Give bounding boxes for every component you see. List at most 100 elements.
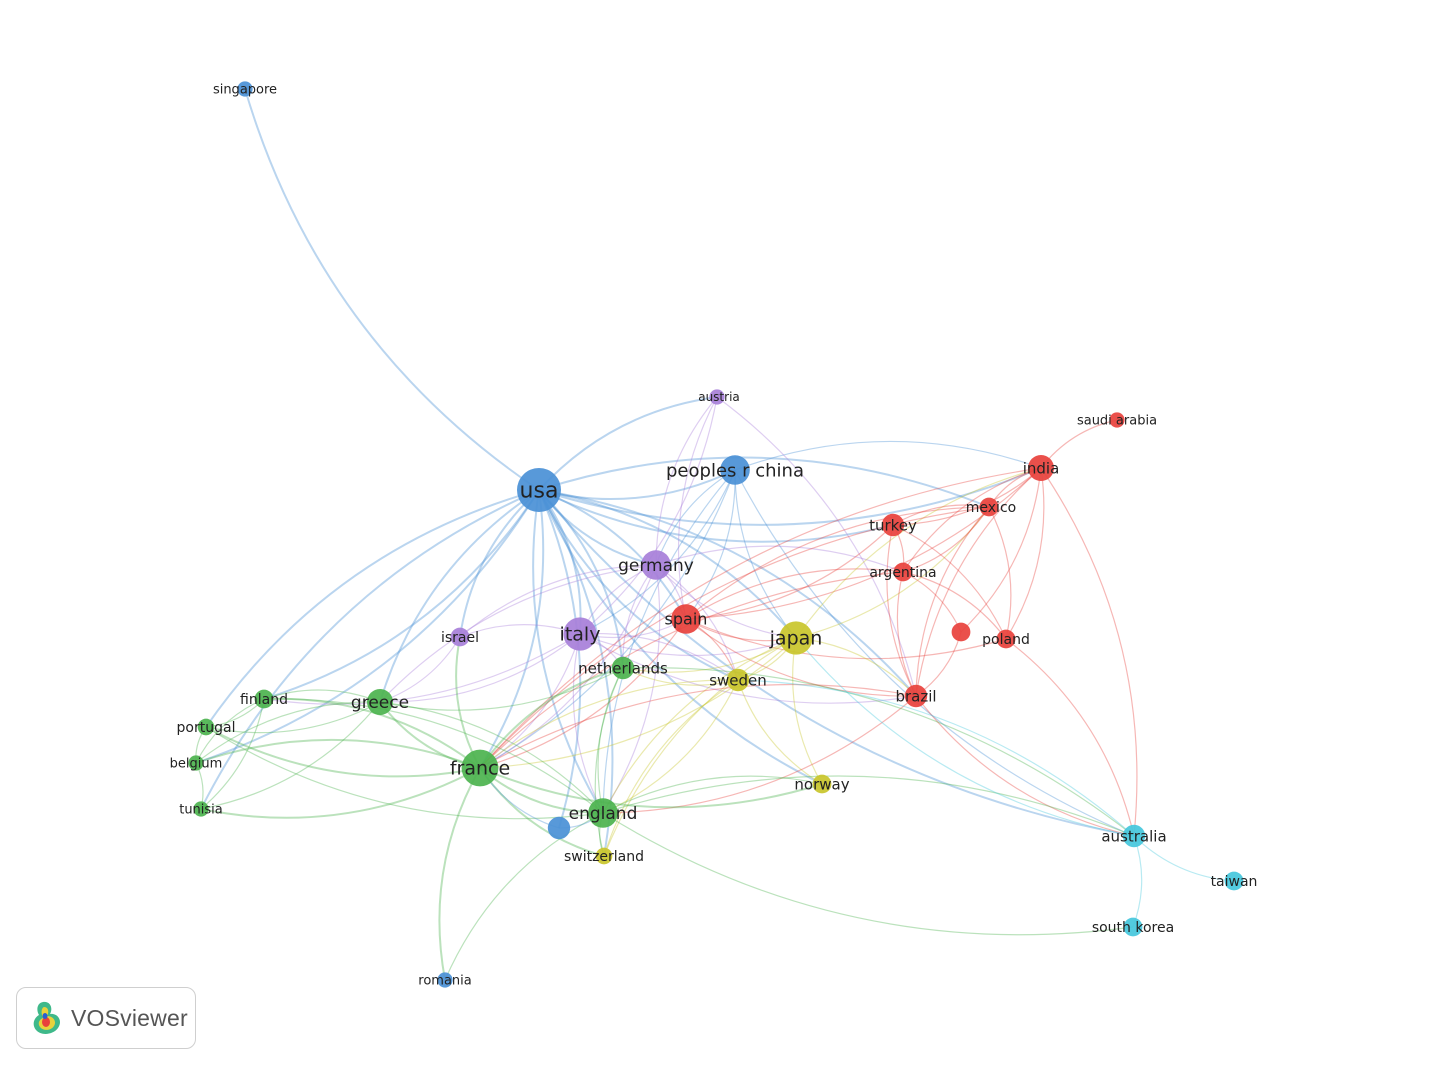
edge-usa-mexico <box>538 456 990 508</box>
node-spain[interactable] <box>671 604 701 634</box>
node-label-portugal[interactable]: portugal <box>177 720 236 736</box>
edge-peoples-r-china-england <box>602 469 736 814</box>
node-label-france[interactable]: france <box>450 758 510 780</box>
edge-spain-india <box>685 467 1042 620</box>
edge-spain-argentina <box>685 568 904 620</box>
node-label-south-korea[interactable]: south korea <box>1092 920 1174 936</box>
node-label-singapore[interactable]: singapore <box>213 83 277 98</box>
node-romania[interactable] <box>437 972 453 988</box>
node-label-germany[interactable]: germany <box>618 556 694 576</box>
node-label-poland[interactable]: poland <box>982 632 1030 648</box>
node-layer <box>188 81 1244 988</box>
node-sweden[interactable] <box>726 668 750 692</box>
node-taiwan[interactable] <box>1224 871 1244 891</box>
node-label-argentina[interactable]: argentina <box>869 565 936 581</box>
edge-italy-brazil <box>579 633 917 704</box>
node-label-peoples-r-china[interactable]: peoples r china <box>666 460 804 481</box>
node-portugal[interactable] <box>197 718 215 736</box>
node-tunisia[interactable] <box>193 801 209 817</box>
node-red-unlabeled[interactable] <box>951 622 971 642</box>
edge-italy-japan <box>579 633 797 657</box>
edge-greece-england <box>379 701 604 814</box>
node-label-finland[interactable]: finland <box>240 692 288 708</box>
node-belgium[interactable] <box>188 755 204 771</box>
node-label-usa[interactable]: usa <box>520 479 559 504</box>
edge-france-portugal <box>205 726 481 778</box>
edge-australia-taiwan <box>1133 835 1235 882</box>
node-label-turkey[interactable]: turkey <box>869 516 917 534</box>
edge-japan-india <box>795 467 1042 639</box>
node-japan[interactable] <box>779 621 813 655</box>
node-label-saudi-arabia[interactable]: saudi arabia <box>1077 414 1157 429</box>
node-label-netherlands[interactable]: netherlands <box>578 659 668 677</box>
edge-peoples-r-china-japan <box>734 469 797 639</box>
node-label-brazil[interactable]: brazil <box>895 687 936 705</box>
node-label-tunisia[interactable]: tunisia <box>179 803 223 818</box>
node-label-belgium[interactable]: belgium <box>170 757 223 772</box>
edge-sweden-england <box>602 679 739 814</box>
node-label-mexico[interactable]: mexico <box>966 500 1016 516</box>
edge-mexico-france <box>479 506 990 769</box>
edge-india-france <box>479 467 1042 769</box>
node-argentina[interactable] <box>893 562 913 582</box>
node-label-italy[interactable]: italy <box>560 624 601 646</box>
node-brazil[interactable] <box>904 684 928 708</box>
edge-finland-belgium <box>195 698 265 764</box>
edge-france-belgium <box>195 738 481 769</box>
edge-greece-tunisia <box>200 701 381 810</box>
node-label-australia[interactable]: australia <box>1101 827 1166 845</box>
node-india[interactable] <box>1028 455 1054 481</box>
node-switzerland[interactable] <box>595 847 613 865</box>
edge-usa-spain <box>538 489 687 620</box>
node-south-korea[interactable] <box>1123 917 1143 937</box>
node-label-romania[interactable]: romania <box>418 974 471 989</box>
node-label-norway[interactable]: norway <box>794 775 849 793</box>
node-label-austria[interactable]: austria <box>698 390 740 404</box>
node-turkey[interactable] <box>881 513 905 537</box>
edge-italy-france <box>479 633 581 769</box>
node-germany[interactable] <box>641 550 671 580</box>
node-label-spain[interactable]: spain <box>665 610 708 629</box>
node-peoples-r-china[interactable] <box>720 455 750 485</box>
node-england[interactable] <box>588 798 618 828</box>
node-label-greece[interactable]: greece <box>351 693 409 713</box>
node-greece[interactable] <box>367 689 393 715</box>
edge-peoples-r-china-australia <box>734 469 1135 837</box>
node-israel[interactable] <box>450 627 470 647</box>
node-label-israel[interactable]: israel <box>441 630 479 646</box>
node-label-switzerland[interactable]: switzerland <box>564 849 644 865</box>
node-finland[interactable] <box>254 689 274 709</box>
node-italy[interactable] <box>563 617 597 651</box>
node-france[interactable] <box>461 749 499 787</box>
node-label-india[interactable]: india <box>1023 459 1060 477</box>
edge-turkey-brazil <box>886 524 917 697</box>
node-blue-unlabeled[interactable] <box>547 816 571 840</box>
edge-austria-germany <box>655 396 718 566</box>
vosviewer-brand-text: VOSviewer <box>71 1004 188 1031</box>
node-label-england[interactable]: england <box>569 804 638 824</box>
node-australia[interactable] <box>1122 824 1146 848</box>
edge-greece-belgium <box>195 701 381 764</box>
edge-spain-poland <box>685 618 1007 660</box>
edge-usa-brazil <box>538 489 917 697</box>
node-austria[interactable] <box>709 389 725 405</box>
node-netherlands[interactable] <box>611 656 635 680</box>
edge-england-australia <box>602 775 1135 837</box>
node-label-japan[interactable]: japan <box>769 628 823 650</box>
edge-mexico-argentina <box>902 506 990 573</box>
node-norway[interactable] <box>812 774 832 794</box>
node-singapore[interactable] <box>237 81 253 97</box>
edge-india-brazil <box>915 467 1042 697</box>
node-poland[interactable] <box>996 629 1016 649</box>
node-label-sweden[interactable]: sweden <box>709 671 767 689</box>
node-saudi-arabia[interactable] <box>1109 412 1125 428</box>
node-mexico[interactable] <box>979 497 999 517</box>
node-label-taiwan[interactable]: taiwan <box>1211 874 1258 890</box>
edge-argentina-france <box>479 571 904 769</box>
edge-france-norway <box>479 767 823 809</box>
edge-austria-brazil <box>716 396 917 697</box>
edge-argentina-brazil <box>896 571 917 697</box>
node-usa[interactable] <box>517 468 561 512</box>
